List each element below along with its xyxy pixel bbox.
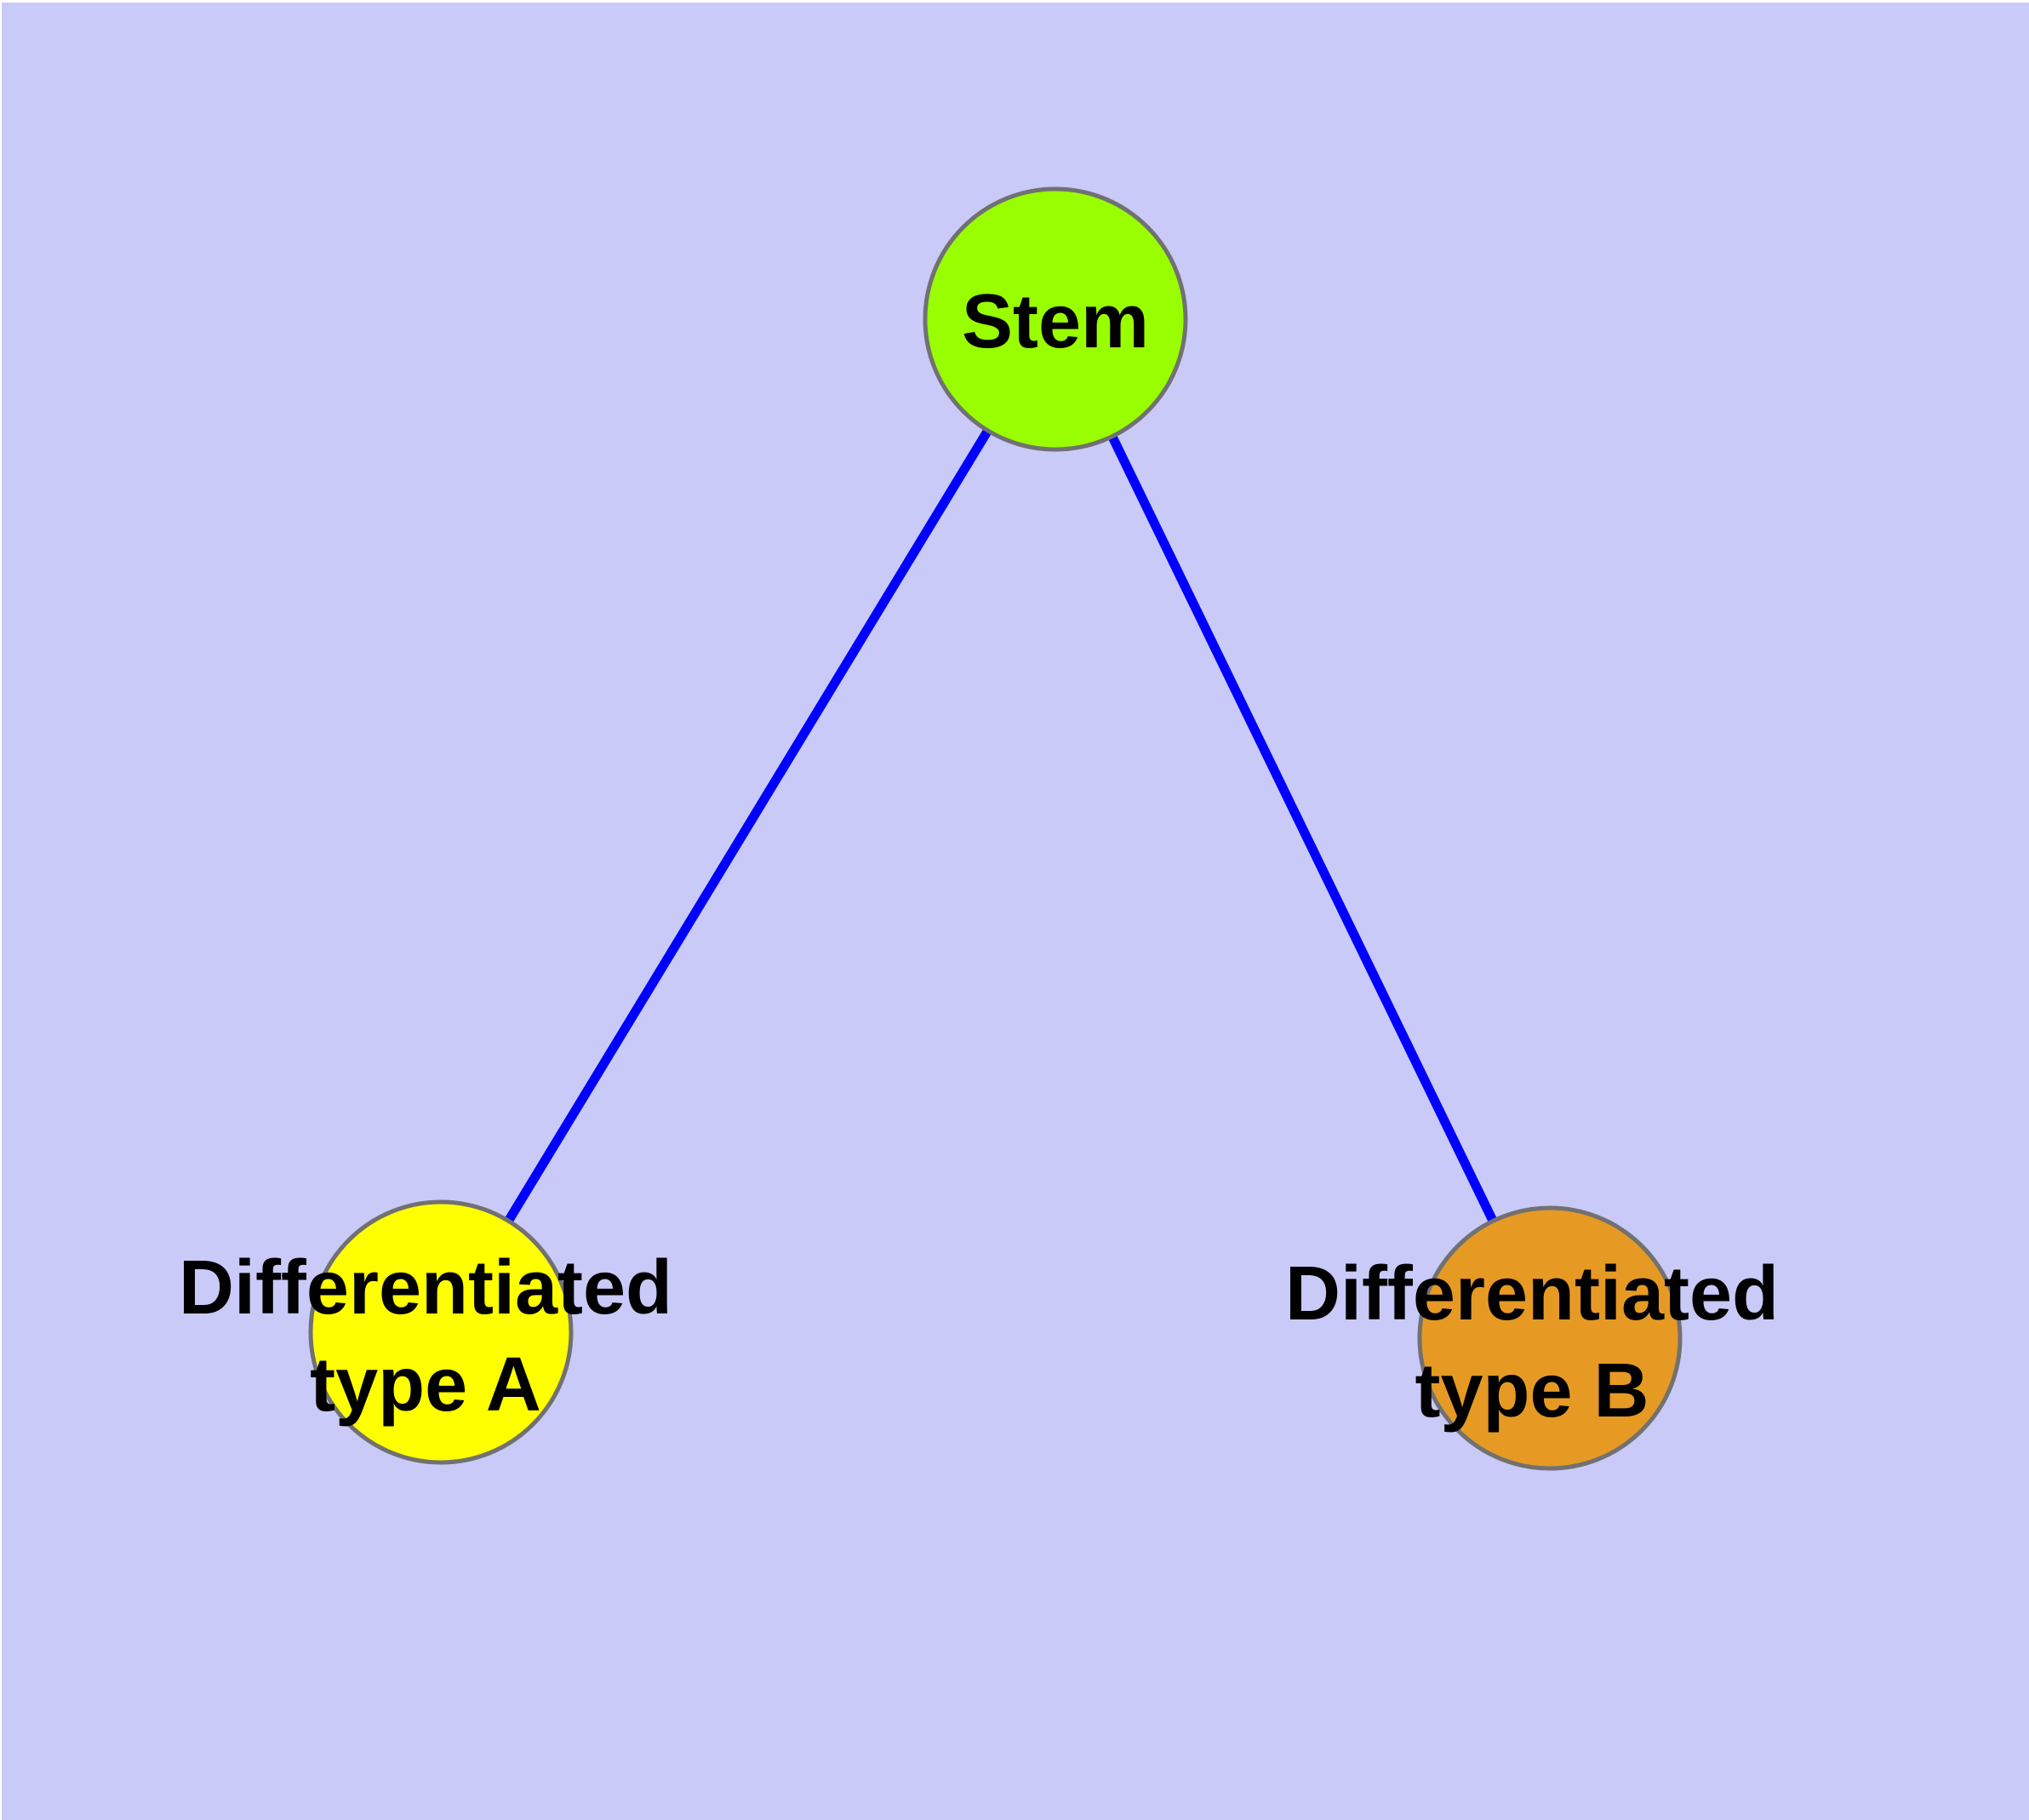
node-circle-differentiated-type-a bbox=[308, 1199, 574, 1465]
node-circle-stem bbox=[923, 186, 1188, 452]
edge-stem-to-differentiated-type-b bbox=[1051, 317, 1554, 1341]
node-label-differentiated-type-a-line-1: Differentiated bbox=[179, 1245, 672, 1331]
node-label-differentiated-type-b-line-1: Differentiated bbox=[1285, 1251, 1779, 1336]
node-circle-differentiated-type-b bbox=[1417, 1205, 1683, 1471]
node-label-stem-line-1: Stem bbox=[962, 279, 1149, 364]
edge-stem-to-differentiated-type-a bbox=[437, 317, 1060, 1335]
node-label-differentiated-type-b-line-2: type B bbox=[1415, 1348, 1649, 1434]
node-label-differentiated-type-a-line-2: type A bbox=[310, 1342, 541, 1428]
